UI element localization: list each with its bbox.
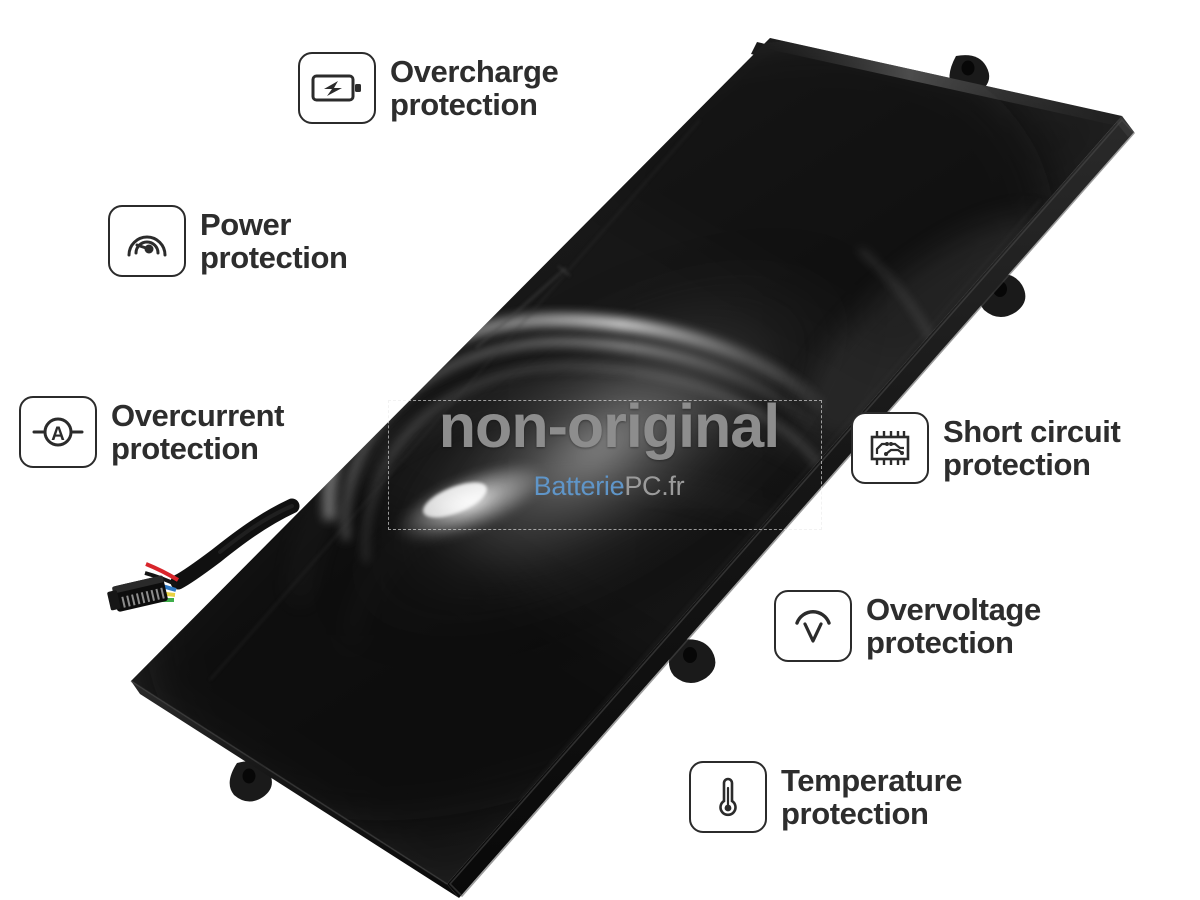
thermometer-icon	[689, 761, 767, 833]
gauge-speedometer-icon	[108, 205, 186, 277]
battery-bolt-icon	[298, 52, 376, 124]
feature-label: Overcurrent protection	[111, 397, 285, 466]
watermark-brand-part1: Batterie	[533, 471, 625, 501]
watermark-text: non-original	[438, 392, 780, 460]
feature-temperature-protection: Temperature protection	[689, 761, 962, 833]
voltmeter-v-arc-icon	[774, 590, 852, 662]
feature-label: Temperature protection	[781, 762, 963, 831]
ammeter-icon: A	[19, 396, 97, 468]
feature-label: Power protection	[200, 206, 348, 275]
svg-text:A: A	[51, 424, 65, 445]
feature-label: Short circuit protection	[943, 413, 1121, 482]
watermark-brand: BatteriePC.fr	[404, 473, 814, 500]
ic-chip-icon	[851, 412, 929, 484]
watermark-dashed-border	[388, 400, 822, 530]
feature-power-protection: Power protection	[108, 205, 348, 277]
battery-front-side	[131, 681, 459, 898]
feature-short-circuit-protection: Short circuit protection	[851, 412, 1121, 484]
feature-label: Overcharge protection	[390, 53, 559, 122]
watermark-brand-part2: PC.fr	[624, 471, 685, 501]
feature-label: Overvoltage protection	[866, 591, 1041, 660]
feature-overcharge-protection: Overcharge protection	[298, 52, 559, 124]
battery-connector-cable	[107, 498, 300, 612]
battery-top-edge-highlight	[768, 38, 1122, 126]
feature-overvoltage-protection: Overvoltage protection	[774, 590, 1041, 662]
feature-overcurrent-protection: A Overcurrent protection	[19, 396, 284, 468]
